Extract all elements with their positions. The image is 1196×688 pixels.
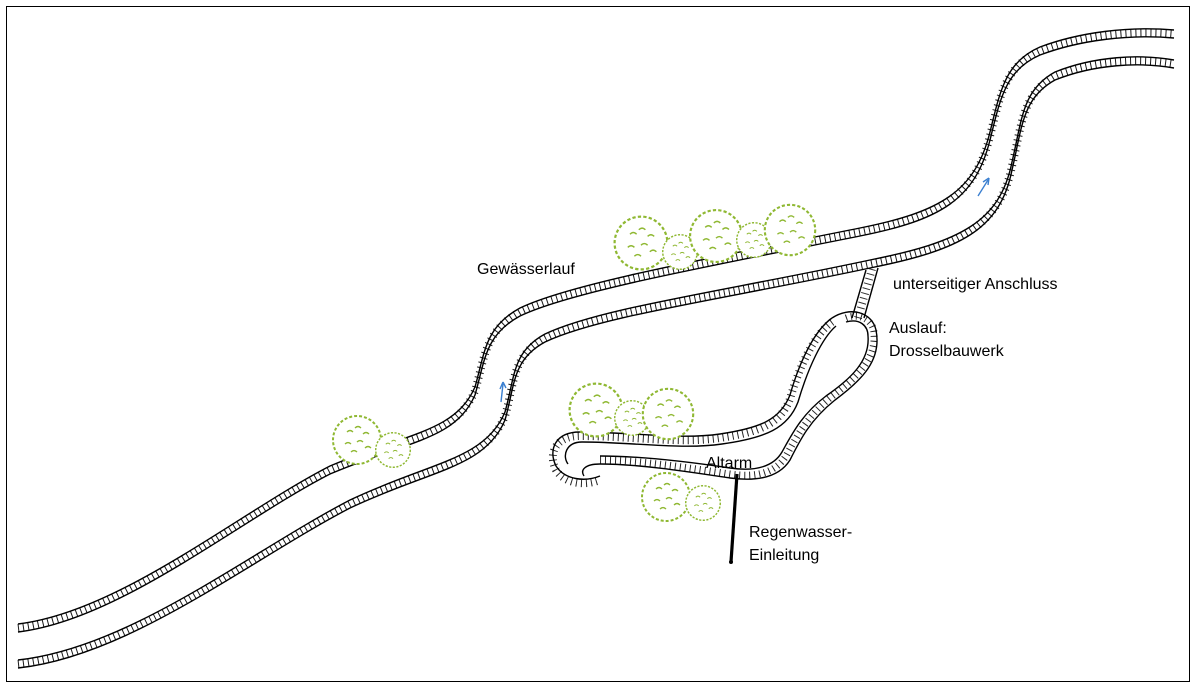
label-inflow-line1: Regenwasser- xyxy=(749,524,853,541)
tree-icon xyxy=(689,209,743,264)
tree-icon xyxy=(568,382,624,438)
flow-arrow-icon xyxy=(977,177,990,197)
flow-arrow-icon xyxy=(499,381,507,403)
tree-icon xyxy=(613,215,669,271)
connection-channel xyxy=(851,267,879,320)
tree-group-left xyxy=(332,415,411,468)
label-connection: unterseitiger Anschluss xyxy=(893,276,1058,293)
label-outlet-title: Auslauf: xyxy=(889,320,947,337)
tree-icon xyxy=(641,472,691,522)
tree-group-top xyxy=(613,203,817,271)
oxbow-channel xyxy=(548,311,878,488)
label-river: Gewässerlauf xyxy=(477,261,575,278)
tree-icon xyxy=(684,485,722,522)
inflow-pipe xyxy=(729,473,739,564)
river-bank-upper xyxy=(17,28,1175,633)
label-oxbow: Altarm xyxy=(706,455,753,472)
tree-icon xyxy=(332,415,382,465)
tree-icon xyxy=(763,203,817,257)
river-bank-lower xyxy=(17,56,1175,669)
tree-group-oxbow xyxy=(568,382,695,441)
tree-icon xyxy=(641,387,695,441)
tree-group-bottom xyxy=(641,472,722,522)
tree-icon xyxy=(375,432,411,468)
label-outlet-structure: Drosselbauwerk xyxy=(889,343,1004,360)
label-inflow-line2: Einleitung xyxy=(749,547,820,564)
